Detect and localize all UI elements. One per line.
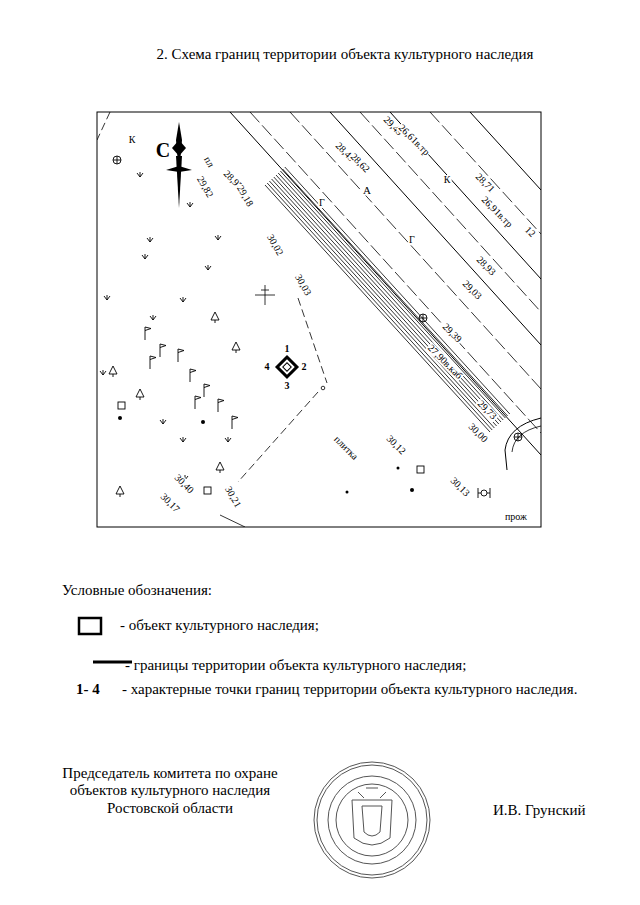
line-code: К: [128, 135, 137, 145]
legend-text: - объект культурного наследия;: [120, 617, 319, 634]
elevation-mark: 30,12: [384, 433, 408, 457]
elevation-mark: 30,21: [223, 484, 244, 510]
elevation-mark: 30,00: [466, 421, 490, 445]
signatory-name: И.В. Грунский: [493, 802, 586, 819]
legend-text: - границы территории объекта культурного…: [125, 657, 466, 674]
point-number: 2: [301, 362, 308, 372]
legend-heading: Условные обозначения:: [62, 582, 212, 599]
elevation-mark: 12: [522, 224, 538, 240]
line-code: А: [362, 185, 372, 196]
page-title: 2. Схема границ территории объекта культ…: [100, 46, 590, 63]
elevation-mark: 30,03: [293, 272, 314, 298]
elevation-mark: 30,02: [265, 232, 286, 258]
line-code: Г: [318, 198, 326, 208]
elevation-mark: 26,61в.тр: [396, 122, 432, 158]
legend-text: - характерные точки границ территории об…: [122, 681, 577, 698]
point-number: 3: [284, 381, 291, 391]
north-mark: С: [155, 140, 171, 160]
elevation-mark: 28,71: [473, 171, 497, 195]
elevation-mark: 29,18: [235, 183, 256, 209]
signatory-title: Председатель комитета по охране объектов…: [55, 765, 285, 817]
elevation-mark: 30,40: [172, 472, 196, 496]
surface-label: плитка: [331, 433, 360, 462]
elevation-mark: 29,03: [460, 278, 484, 302]
point-number: 4: [264, 362, 271, 372]
elevation-mark: 30,17: [158, 491, 182, 515]
legend-sample: 1- 4: [76, 681, 100, 698]
area-code: пл: [202, 154, 217, 170]
line-code: Г: [408, 235, 416, 245]
object-label: прож: [504, 512, 528, 522]
elevation-mark: 30,13: [448, 475, 472, 499]
line-code: К: [443, 175, 452, 185]
point-number: 1: [284, 344, 291, 354]
elevation-mark: 29,82: [195, 174, 216, 200]
